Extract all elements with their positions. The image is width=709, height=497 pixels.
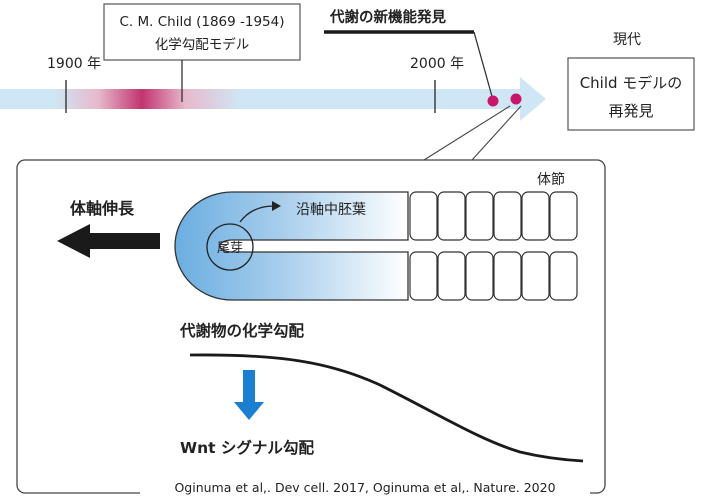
gradient-curve (189, 353, 584, 463)
timeline-arrow (0, 77, 546, 121)
child-model-box (103, 3, 301, 61)
somite (465, 191, 494, 241)
wnt-gradient-label: Wnt シグナル勾配 (180, 438, 314, 457)
rediscovery-dot (510, 93, 522, 105)
metabolism-connector (473, 31, 494, 101)
somite (549, 251, 578, 301)
tailbud (206, 223, 254, 271)
child-box-line1: C. M. Child (1869 -1954) (120, 14, 285, 30)
body-axis-arrow (57, 224, 160, 258)
year-2000-label: 2000 年 (410, 56, 464, 72)
zoom-line-left (423, 105, 511, 161)
paraxial-flow-arrowhead (272, 201, 281, 211)
somite (493, 251, 522, 301)
rediscovery-line2: 再発見 (608, 102, 653, 120)
metabolite-gradient-label: 代謝物の化学勾配 (179, 321, 305, 340)
somite (521, 251, 550, 301)
somite (437, 191, 466, 241)
presomitic-mesoderm (174, 191, 409, 301)
paraxial-mesoderm-label: 沿軸中胚葉 (296, 202, 366, 218)
somite (521, 191, 550, 241)
somite (409, 191, 438, 241)
tailbud-label: 尾芽 (217, 241, 243, 256)
wnt-down-arrow (234, 370, 264, 420)
rediscovery-line1: Child モデルの (580, 74, 683, 92)
somite (549, 191, 578, 241)
somite (409, 251, 438, 301)
present-label: 現代 (613, 32, 641, 48)
zoom-line-right (471, 105, 522, 161)
somite-label: 体節 (537, 171, 565, 188)
rediscovery-box (567, 57, 695, 131)
somite (465, 251, 494, 301)
citation-background (140, 477, 590, 497)
somite (437, 251, 466, 301)
year-1900-label: 1900 年 (47, 56, 101, 72)
somite (493, 191, 522, 241)
metabolism-discovery-label: 代謝の新機能発見 (329, 8, 446, 26)
timeline: 1900 年 2000 年 C. M. Child (1869 -1954) 化… (0, 3, 695, 161)
somites-bottom-row (409, 251, 578, 301)
child-box-line2: 化学勾配モデル (155, 36, 250, 53)
body-axis-label: 体軸伸長 (70, 199, 135, 218)
discovery-dot (487, 95, 499, 107)
citation: Oginuma et al,. Dev cell. 2017, Oginuma … (174, 480, 555, 495)
detail-panel: 体軸伸長 体節 尾芽 沿軸中胚葉 代謝物の化学勾配 W (16, 159, 606, 497)
somites-top-row (409, 191, 578, 241)
paraxial-flow-arrow (239, 205, 275, 223)
